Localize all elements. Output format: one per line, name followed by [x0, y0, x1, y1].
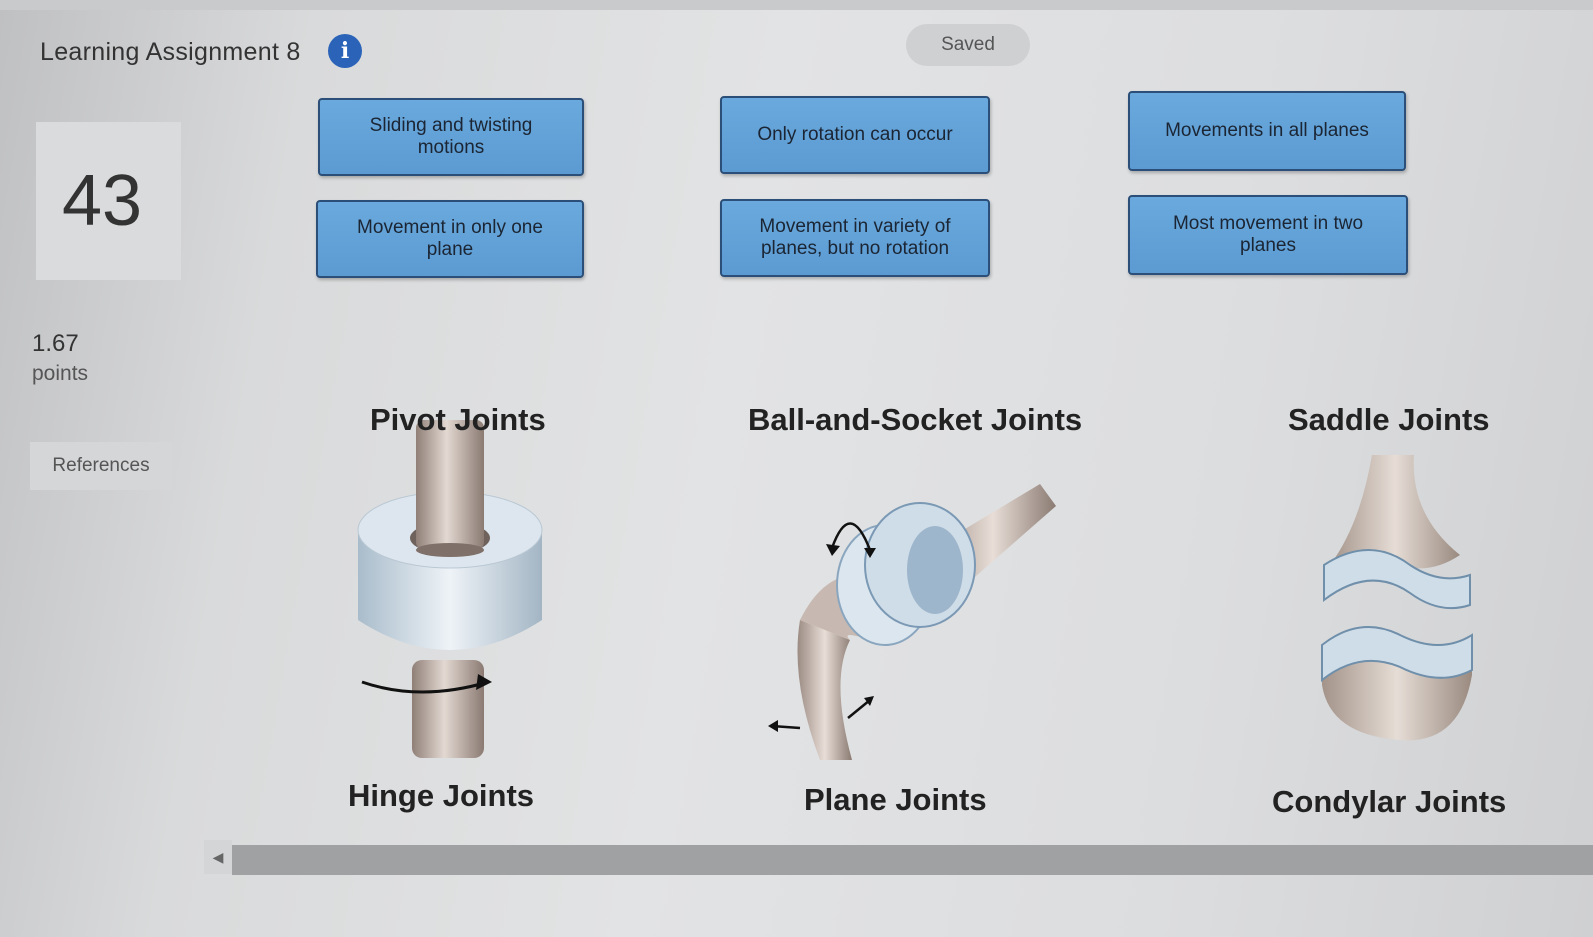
label-hinge-joints[interactable]: Hinge Joints	[348, 778, 535, 813]
points-value: 1.67	[32, 330, 79, 357]
top-border	[0, 0, 1593, 10]
ball-and-socket-joint-image	[768, 484, 1056, 760]
assignment-title: Learning Assignment 8	[40, 38, 301, 66]
label-pivot-joints[interactable]: Pivot Joints	[370, 402, 546, 437]
answer-card-variety-planes[interactable]: Movement in variety of planes, but no ro…	[720, 199, 990, 277]
pivot-joint-image	[357, 420, 543, 758]
scroll-left-arrow-icon[interactable]: ◀	[204, 840, 232, 874]
label-condylar-joints[interactable]: Condylar Joints	[1272, 784, 1507, 819]
label-saddle-joints[interactable]: Saddle Joints	[1288, 402, 1490, 437]
info-icon[interactable]: i	[328, 34, 362, 68]
label-plane-joints[interactable]: Plane Joints	[804, 782, 987, 817]
question-number-panel	[36, 122, 181, 280]
saved-status-badge: Saved	[906, 24, 1030, 66]
label-ball-and-socket-joints[interactable]: Ball-and-Socket Joints	[748, 402, 1083, 437]
answer-card-sliding-twisting[interactable]: Sliding and twisting motions	[318, 98, 584, 176]
answer-card-two-planes[interactable]: Most movement in two planes	[1128, 195, 1408, 275]
references-button[interactable]: References	[30, 442, 172, 490]
answer-card-all-planes[interactable]: Movements in all planes	[1128, 91, 1406, 171]
answer-card-only-rotation[interactable]: Only rotation can occur	[720, 96, 990, 174]
horizontal-scrollbar[interactable]	[232, 845, 1593, 875]
points-label: points	[32, 362, 89, 385]
question-number: 43	[62, 161, 143, 241]
answer-card-one-plane[interactable]: Movement in only one plane	[316, 200, 584, 278]
saddle-joint-image	[1321, 455, 1473, 741]
